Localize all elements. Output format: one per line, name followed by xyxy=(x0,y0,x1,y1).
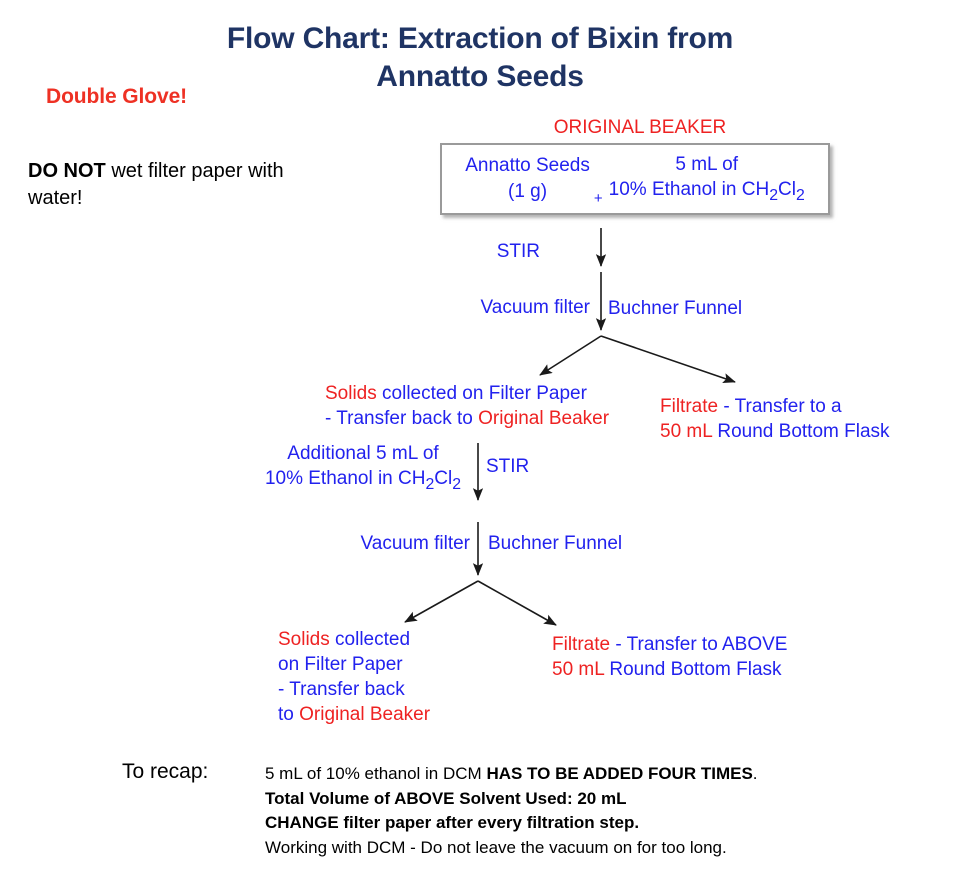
node-solids-1-line1: Solids collected on Filter Paper xyxy=(325,383,587,404)
node-filtrate-2-line1: Filtrate - Transfer to ABOVE xyxy=(552,634,788,655)
recap-line-4: Working with DCM - Do not leave the vacu… xyxy=(265,837,727,857)
arrow-split1-left xyxy=(539,335,602,376)
node-filtrate-1-line1: Filtrate - Transfer to a xyxy=(660,396,842,417)
warning-double-glove: Double Glove! xyxy=(46,85,188,108)
arrow-split2-left xyxy=(404,580,479,623)
node-filtrate-1-line2: 50 mL Round Bottom Flask xyxy=(660,421,890,443)
recap-lines: 5 mL of 10% ethanol in DCM HAS TO BE ADD… xyxy=(265,762,955,861)
label-additional-solvent: Additional 5 mL of 10% Ethanol in CH2Cl2 xyxy=(258,442,468,495)
warning-no-water-rest: wet filter paper with water! xyxy=(28,160,284,209)
node-solids-2-line2: on Filter Paper xyxy=(278,654,403,676)
label-buchner-funnel-1: Buchner Funnel xyxy=(608,298,743,319)
original-beaker-box: Annatto Seeds (1 g) + 5 mL of 10% Ethano… xyxy=(440,143,830,215)
beaker-solvent-name: 10% Ethanol in CH2Cl2 xyxy=(608,179,805,205)
beaker-reagent-solvent: 5 mL of 10% Ethanol in CH2Cl2 xyxy=(607,152,805,207)
node-solids-2-line4: to Original Beaker xyxy=(278,704,431,726)
label-stir-2: STIR xyxy=(486,456,530,477)
warning-no-water: DO NOT wet filter paper with water! xyxy=(28,158,328,212)
beaker-solvent-volume: 5 mL of xyxy=(675,153,739,175)
label-vacuum-filter-2: Vacuum filter xyxy=(360,533,470,554)
recap-title: To recap: xyxy=(122,760,209,783)
node-filtrate-2: Filtrate - Transfer to ABOVE 50 mL Round… xyxy=(552,632,787,682)
beaker-seeds-mass: (1 g) xyxy=(508,181,548,202)
beaker-plus-sign: + xyxy=(593,189,603,207)
recap-line-3: CHANGE filter paper after every filtrati… xyxy=(265,813,640,833)
beaker-reagent-seeds: Annatto Seeds (1 g) xyxy=(465,153,590,204)
label-vacuum-filter-1: Vacuum filter xyxy=(480,297,590,318)
warning-no-water-strong: DO NOT xyxy=(28,160,106,182)
label-stir-1: STIR xyxy=(496,241,540,262)
node-solids-2: Solids collected on Filter Paper - Trans… xyxy=(278,627,430,727)
label-buchner-funnel-2: Buchner Funnel xyxy=(488,533,623,554)
recap-line-1: 5 mL of 10% ethanol in DCM HAS TO BE ADD… xyxy=(265,764,758,783)
arrow-split1-right xyxy=(600,335,736,383)
label-additional-solvent-line1: Additional 5 mL of xyxy=(287,443,439,464)
beaker-seeds-name: Annatto Seeds xyxy=(465,155,590,177)
node-solids-2-line3: - Transfer back xyxy=(278,679,405,701)
node-filtrate-1: Filtrate - Transfer to a 50 mL Round Bot… xyxy=(660,394,890,444)
beaker-contents: Annatto Seeds (1 g) + 5 mL of 10% Ethano… xyxy=(442,145,828,213)
node-filtrate-2-line2: 50 mL Round Bottom Flask xyxy=(552,659,782,681)
page-title: Flow Chart: Extraction of Bixin from Ann… xyxy=(226,22,734,94)
arrow-split2-right xyxy=(477,580,557,626)
label-additional-solvent-line2: 10% Ethanol in CH2Cl2 xyxy=(264,467,462,493)
node-solids-2-line1: Solids collected xyxy=(278,629,411,650)
node-solids-1: Solids collected on Filter Paper - Trans… xyxy=(325,381,609,431)
recap-line-2: Total Volume of ABOVE Solvent Used: 20 m… xyxy=(265,788,627,808)
node-solids-1-line2: - Transfer back to Original Beaker xyxy=(325,408,610,430)
original-beaker-label: ORIGINAL BEAKER xyxy=(553,117,727,138)
